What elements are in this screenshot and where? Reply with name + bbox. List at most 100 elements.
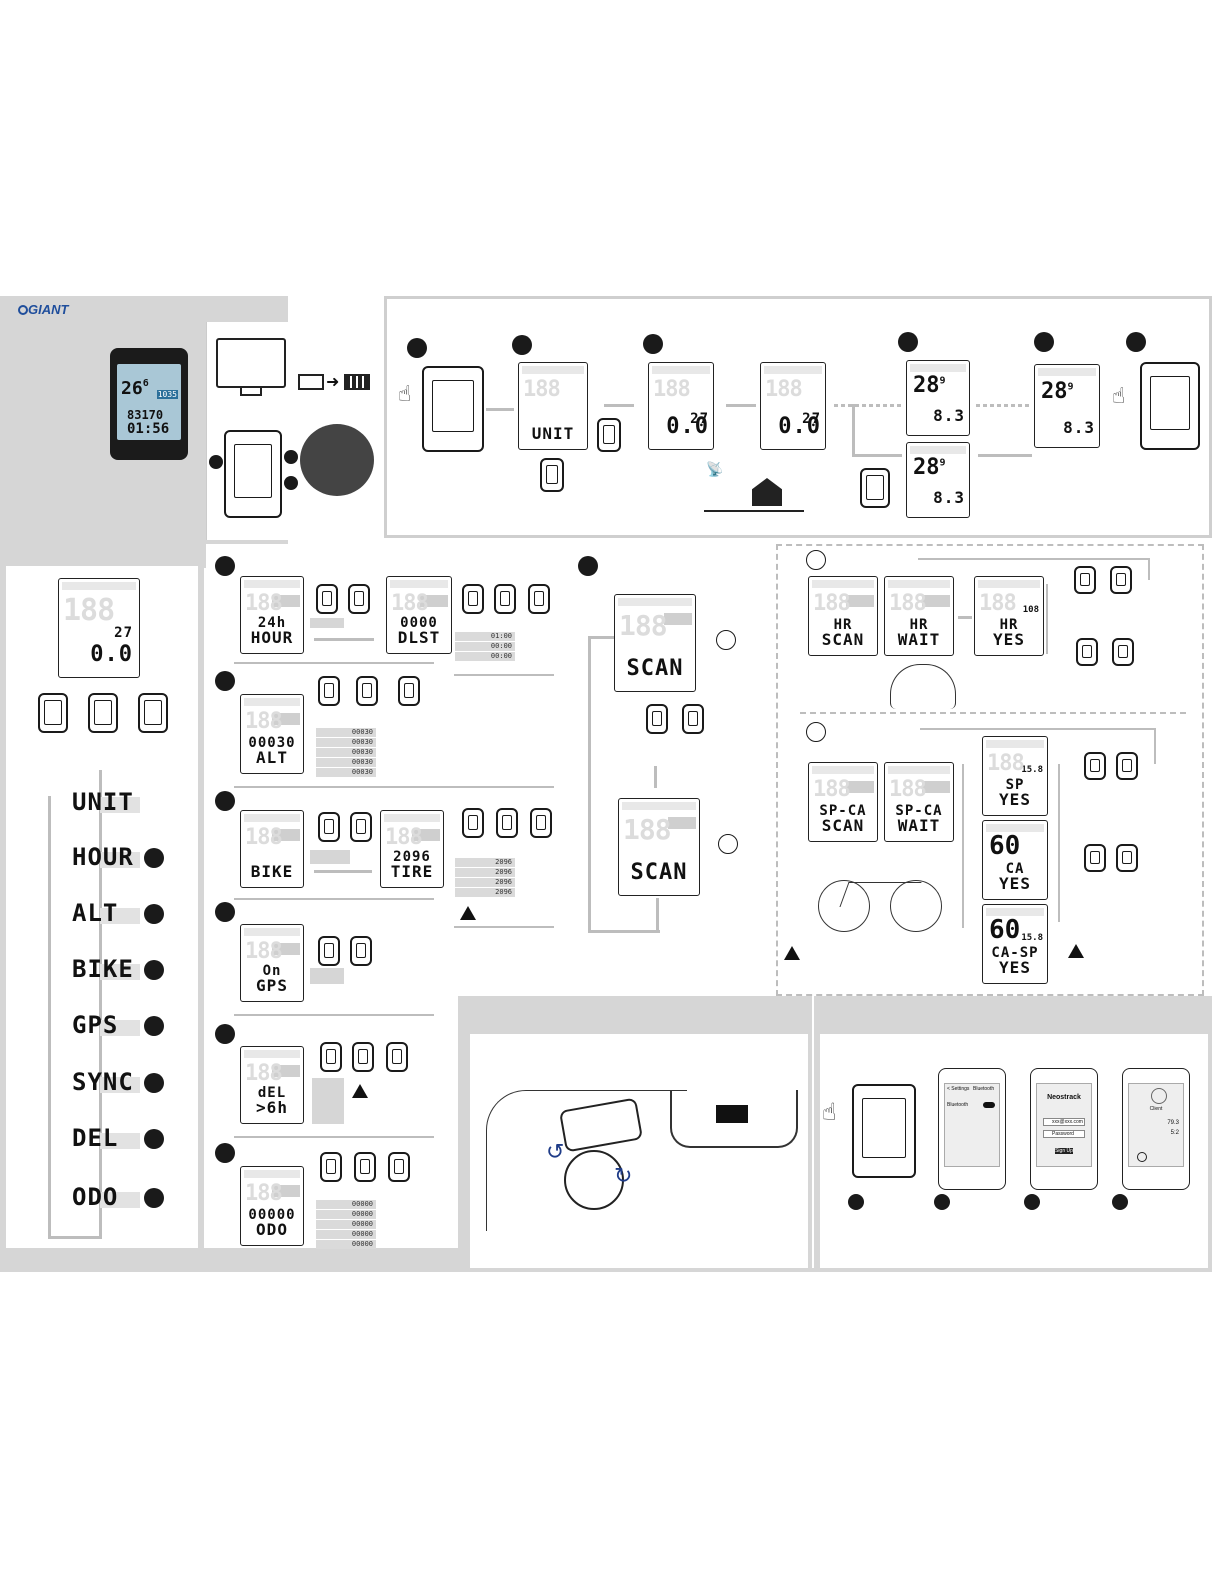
- scan-loop-right: [656, 898, 659, 932]
- bt-toggle[interactable]: [983, 1102, 995, 1108]
- del-btn-3: [386, 1042, 408, 1072]
- odo-btn-3: [388, 1152, 410, 1182]
- app-name: Neostrack: [1047, 1094, 1081, 1101]
- giant-logo-icon: [18, 305, 28, 315]
- bike-label-box: [310, 850, 350, 864]
- monitor-icon: [216, 338, 286, 388]
- gps-search-screen-1: 188 27 0.0: [648, 362, 714, 450]
- tire-table: 2096 2096 2096 2096: [455, 858, 515, 898]
- warning-icon-sensor-1: [784, 946, 800, 960]
- bike-section-marker: [215, 791, 235, 811]
- hr-btn-4: [1112, 638, 1134, 666]
- divider-5: [234, 1136, 434, 1138]
- mini-device-btn-b: [597, 418, 621, 452]
- main-display-screen: 188 27 0.0: [58, 578, 140, 678]
- menu-marker-gps: [144, 1016, 164, 1036]
- menu-marker-bike: [144, 960, 164, 980]
- gps-search-screen-2: 188 27 0.0: [760, 362, 826, 450]
- divider-2: [234, 786, 554, 788]
- gps-label-box: [310, 968, 344, 984]
- menu-marker-hour: [144, 848, 164, 868]
- menu-item-sync[interactable]: SYNC: [72, 1068, 134, 1096]
- spca-branch-v: [962, 764, 964, 928]
- flow-arrow-2: [604, 404, 634, 407]
- hour-btn-1: [316, 584, 338, 614]
- bicycle-illustration: [818, 862, 942, 932]
- app-step-1-marker: [848, 1194, 864, 1210]
- mini-device-btn-a: [540, 458, 564, 492]
- bt-label: Bluetooth: [947, 1102, 969, 1108]
- hr-scan-screen: 188 HR SCAN: [808, 576, 878, 656]
- sensor-panel-divider: [800, 712, 1186, 714]
- menu-bg-alt: [100, 908, 140, 924]
- divider-3b: [454, 926, 554, 928]
- scan-loop-left: [588, 636, 591, 932]
- spca-btn-3: [1084, 844, 1106, 872]
- menu-item-hour[interactable]: HOUR: [72, 843, 134, 871]
- scan-screen-2: 188 SCAN: [618, 798, 700, 896]
- password-field[interactable]: Password: [1043, 1130, 1085, 1138]
- alt-btn-1: [318, 676, 340, 706]
- step-2-marker: [512, 335, 532, 355]
- brand-logo: GIANT: [18, 302, 68, 317]
- spca-scan-screen: 188 SP-CA SCAN: [808, 762, 878, 842]
- hour-section-marker: [215, 556, 235, 576]
- phone-bluetooth: < Settings Bluetooth Bluetooth: [938, 1068, 1006, 1190]
- spca-btn-4: [1116, 844, 1138, 872]
- spca-btn-2: [1116, 752, 1138, 780]
- menu-flow-line-spine: [99, 770, 102, 1238]
- hero-device: 266 1035 83170 01:56: [110, 348, 188, 460]
- scan-section-marker: [578, 556, 598, 576]
- dlst-screen: 188 0000 DLST: [386, 576, 452, 654]
- alt-table: 00030 00030 00030 00030 00030: [316, 728, 376, 778]
- step-marker-charge-1: [209, 455, 223, 469]
- alt-btn-2: [356, 676, 378, 706]
- tire-screen: 188 2096 TIRE: [380, 810, 444, 888]
- menu-item-gps[interactable]: GPS: [72, 1011, 119, 1039]
- step-4-marker: [898, 332, 918, 352]
- menu-item-odo[interactable]: ODO: [72, 1183, 119, 1211]
- menu-item-alt[interactable]: ALT: [72, 899, 119, 927]
- hour-screen: 188 24h HOUR: [240, 576, 304, 654]
- divider-1: [234, 662, 434, 664]
- dlst-table: 01:00 00:00 00:00: [455, 632, 515, 662]
- dlst-btn-2: [494, 584, 516, 614]
- del-btn-1: [320, 1042, 342, 1072]
- riding-screen-1: 289 8.3: [906, 360, 970, 436]
- menu-marker-alt: [144, 904, 164, 924]
- menu-item-del[interactable]: DEL: [72, 1124, 119, 1152]
- spca-wait-screen: 188 SP-CA WAIT: [884, 762, 954, 842]
- email-field[interactable]: xxx@xxx.com: [1043, 1118, 1085, 1126]
- app-step-2-marker: [934, 1194, 950, 1210]
- dlst-btn-1: [462, 584, 484, 614]
- hr-btn-3: [1076, 638, 1098, 666]
- app-step-4-marker: [1112, 1194, 1128, 1210]
- hero-speed-decimal: 6: [142, 378, 149, 389]
- hero-time: 01:56: [127, 421, 170, 437]
- hand-icon: ☝: [398, 382, 412, 407]
- profile-value-1: 79.3: [1167, 1120, 1179, 1126]
- menu-bg-gps: [100, 1020, 140, 1036]
- sync-icon[interactable]: [1137, 1152, 1147, 1162]
- gps-btn-1: [318, 936, 340, 966]
- menu-item-bike[interactable]: BIKE: [72, 955, 134, 983]
- scan-option-a-marker: [716, 630, 736, 650]
- mount-bracket: [564, 1150, 624, 1210]
- menu-bg-hour: [100, 852, 140, 868]
- menu-flow-line-bottom: [48, 1236, 102, 1239]
- bt-back-link[interactable]: < Settings: [947, 1086, 970, 1092]
- ground-line: [704, 510, 804, 512]
- hand-icon-2: ☝: [1112, 384, 1126, 409]
- menu-bg-sync: [100, 1077, 140, 1093]
- startup-panel-border: [384, 296, 1212, 538]
- menu-item-unit[interactable]: UNIT: [72, 788, 134, 816]
- step-3-marker: [643, 334, 663, 354]
- del-label-box: [312, 1078, 344, 1124]
- bike-screen: 188 BIKE: [240, 810, 304, 888]
- scan-btn-1: [646, 704, 668, 734]
- scan-option-b-marker: [718, 834, 738, 854]
- hr-btn-1: [1074, 566, 1096, 594]
- mount-illustration-stem: [486, 1090, 687, 1231]
- hr-branch-v: [1046, 584, 1048, 654]
- signup-button[interactable]: Sign Up: [1055, 1148, 1073, 1154]
